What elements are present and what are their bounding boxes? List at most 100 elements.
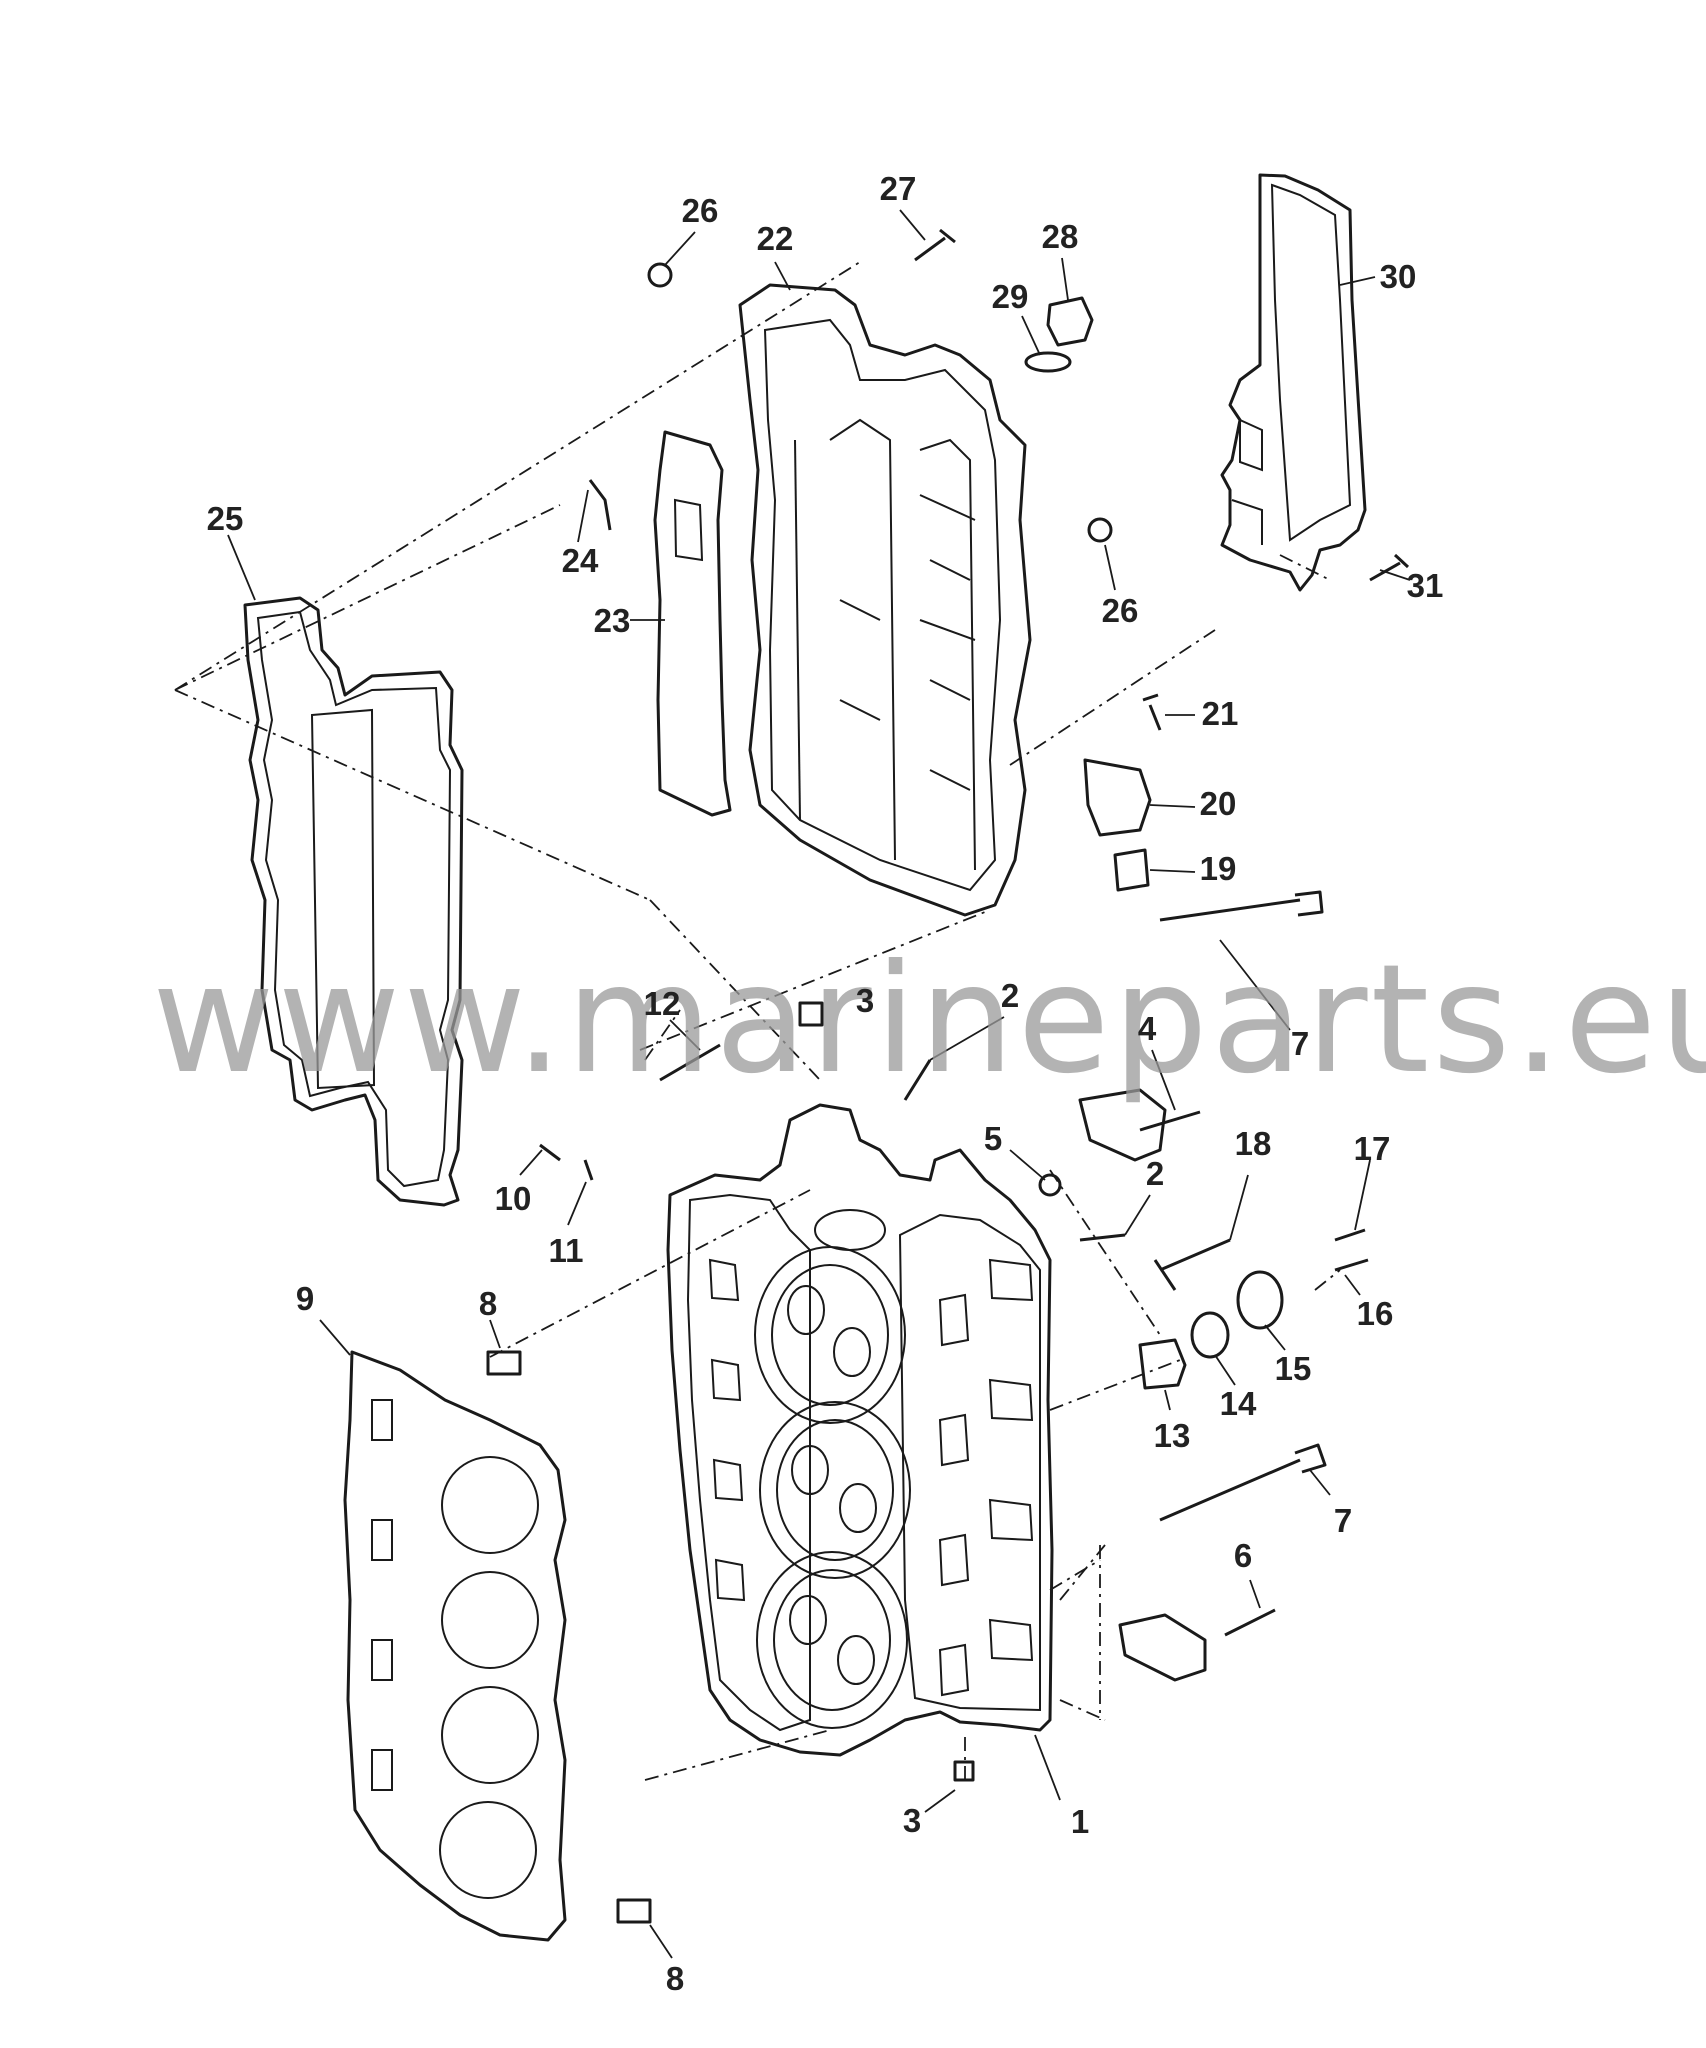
part-clamp-bracket <box>1078 1088 1167 1162</box>
part-3-plug-bottom <box>953 1760 975 1782</box>
callout-1: 1 <box>1071 1803 1089 1840</box>
part-24-bolt <box>588 479 612 531</box>
leader-6 <box>1249 1579 1261 1609</box>
part-2-dowel-lower <box>1079 1233 1126 1242</box>
part-22-head-cover <box>738 283 1032 917</box>
part-6-clamp <box>1118 1613 1207 1682</box>
leader-26a <box>664 231 696 266</box>
callout-27: 27 <box>880 170 917 207</box>
part-31-screw <box>1369 553 1410 582</box>
leader-19 <box>1149 869 1196 873</box>
leader-9 <box>319 1319 351 1356</box>
callout-15: 15 <box>1275 1350 1312 1387</box>
part-29-o-ring <box>1024 351 1072 373</box>
leader-17 <box>1354 1159 1371 1231</box>
callout-2-lower: 2 <box>1146 1155 1164 1192</box>
callout-16: 16 <box>1357 1295 1394 1332</box>
callout-12: 12 <box>644 985 681 1022</box>
part-17-screw <box>1334 1228 1366 1242</box>
leader-8b <box>649 1924 673 1959</box>
part-18-sensor <box>1153 1238 1231 1291</box>
leader-20 <box>1149 804 1196 808</box>
callout-30: 30 <box>1380 258 1417 295</box>
callout-3-lower: 3 <box>903 1802 921 1839</box>
leader-2a <box>929 1016 1005 1061</box>
part-21-screw <box>1142 693 1162 731</box>
part-16-screw <box>1334 1258 1369 1272</box>
leader-14 <box>1214 1354 1236 1386</box>
leader-3b <box>924 1789 956 1813</box>
callout-29: 29 <box>992 278 1029 315</box>
callout-20: 20 <box>1200 785 1237 822</box>
watermark: www.marineparts.eu <box>152 933 1706 1107</box>
leader-30 <box>1339 276 1376 286</box>
part-20-sensor <box>1083 758 1152 837</box>
leader-18 <box>1229 1174 1249 1241</box>
part-30-bracket <box>1220 173 1367 592</box>
callout-5: 5 <box>984 1120 1002 1157</box>
callout-3-upper: 3 <box>856 982 874 1019</box>
part-12-pin <box>659 1043 721 1082</box>
leader-5 <box>1009 1149 1046 1181</box>
leader-28 <box>1061 257 1069 301</box>
callout-6: 6 <box>1234 1537 1252 1574</box>
callout-17: 17 <box>1354 1130 1391 1167</box>
part-19-thermostat <box>1113 848 1150 892</box>
callout-13: 13 <box>1154 1417 1191 1454</box>
part-11-bolt <box>583 1159 594 1181</box>
part-7-bolt-bottom <box>1159 1443 1327 1522</box>
leader-24 <box>577 489 589 543</box>
callout-14: 14 <box>1220 1385 1257 1422</box>
callout-2-upper: 2 <box>1001 977 1019 1014</box>
leader-13 <box>1164 1389 1171 1411</box>
callout-25: 25 <box>207 500 244 537</box>
part-26-grommet-right <box>1087 517 1113 543</box>
leader-26b <box>1104 544 1116 591</box>
callout-4: 4 <box>1138 1010 1157 1047</box>
part-10-bolt <box>539 1143 561 1162</box>
leader-lines <box>227 209 1411 1959</box>
callout-7-upper: 7 <box>1291 1025 1309 1062</box>
part-7-bolt-top <box>1159 890 1324 922</box>
hardware-small-parts <box>486 228 1410 1924</box>
callout-21: 21 <box>1202 695 1239 732</box>
callout-8-upper: 8 <box>479 1285 497 1322</box>
leader-8a <box>489 1319 501 1349</box>
callout-24: 24 <box>562 542 599 579</box>
callout-labels: 1 2 2 3 3 4 5 6 7 7 8 8 9 10 11 12 13 14… <box>207 170 1444 1997</box>
part-2-dowel-upper <box>903 1059 932 1101</box>
part-25-cover-gasket <box>243 596 464 1207</box>
callout-26-right: 26 <box>1102 592 1139 629</box>
leader-29 <box>1021 315 1041 356</box>
callout-22: 22 <box>757 220 794 257</box>
part-28-cap <box>1046 296 1094 347</box>
leader-15 <box>1264 1324 1286 1351</box>
callout-31: 31 <box>1407 567 1444 604</box>
leader-25 <box>227 534 256 601</box>
part-4-bolt <box>1139 1110 1201 1132</box>
callout-23: 23 <box>594 602 631 639</box>
leader-10 <box>519 1149 543 1176</box>
part-13-cap <box>1138 1338 1187 1390</box>
leader-7b <box>1309 1469 1331 1496</box>
leader-4 <box>1151 1049 1176 1111</box>
leader-11 <box>567 1181 587 1226</box>
callout-26-top: 26 <box>682 192 719 229</box>
part-5-plug <box>1038 1173 1062 1197</box>
part-1-cylinder-head <box>666 1103 1054 1757</box>
part-8-dowel-upper <box>486 1350 522 1376</box>
part-8-dowel-lower <box>616 1898 652 1924</box>
leader-27 <box>899 209 926 241</box>
leader-16 <box>1344 1274 1361 1296</box>
callout-11: 11 <box>549 1232 584 1269</box>
callout-28: 28 <box>1042 218 1079 255</box>
part-27-bolt <box>914 228 956 262</box>
leader-1 <box>1034 1734 1061 1801</box>
part-26-grommet-top <box>647 262 673 288</box>
part-23-plate <box>653 430 732 817</box>
assembly-guide-lines <box>174 261 1341 1781</box>
callout-9: 9 <box>296 1280 314 1317</box>
leader-12 <box>669 1019 701 1051</box>
callout-7-lower: 7 <box>1334 1502 1352 1539</box>
